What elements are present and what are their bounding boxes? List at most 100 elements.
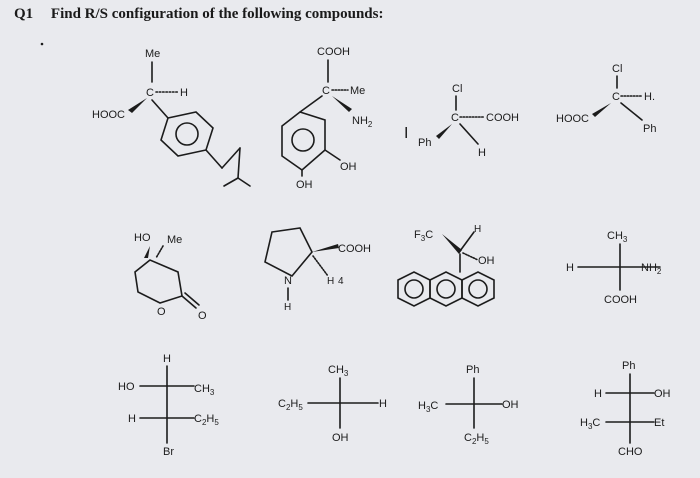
c1-bond-chain2 xyxy=(221,147,241,169)
c6-n-label: N xyxy=(284,275,292,287)
c2-bond-oh xyxy=(324,149,341,161)
c6-pyrrolidine-ring xyxy=(264,227,313,278)
c10-ch3-label: CH3 xyxy=(328,364,349,378)
c7-wedge-bond xyxy=(442,234,462,254)
bullet-dot xyxy=(40,42,44,46)
c7-aromatic-a xyxy=(404,279,424,299)
c2-cooh-label: COOH xyxy=(317,46,350,58)
c1-aromatic-circle xyxy=(175,122,199,146)
c4-center-c: C xyxy=(612,91,620,103)
c2-nh2-label: NH2 xyxy=(352,115,373,129)
c12-ph-label: Ph xyxy=(622,360,635,372)
c4-wedge-bond xyxy=(592,103,611,117)
question-number: Q1 xyxy=(14,6,34,22)
c7-ring-b xyxy=(429,271,463,307)
c9-ch3-label: CH3 xyxy=(194,383,215,397)
c2-oh-ring-label: OH xyxy=(340,161,357,173)
c3-center-c: C xyxy=(451,112,459,124)
c4-hooc-label: HOOC xyxy=(556,113,589,125)
c7-cf3-label: F3C xyxy=(414,229,433,243)
c11-ph-label: Ph xyxy=(466,364,479,376)
c1-bond-chain xyxy=(205,149,223,169)
c1-center-c: C xyxy=(146,87,154,99)
compound-4: Cl C H. HOOC Ph xyxy=(556,63,656,135)
compound-3: I Cl C COOH Ph H xyxy=(404,83,519,159)
c1-wedge-bond xyxy=(128,98,147,113)
c6-nh-h: H xyxy=(284,302,291,313)
c3-wedge-bond xyxy=(436,124,452,139)
c2-me-label: Me xyxy=(350,85,365,97)
compound-10: CH3 C2H5 H OH xyxy=(278,364,387,444)
compound-11: Ph H3C OH C2H5 xyxy=(418,364,519,446)
c5-lactone-ring xyxy=(134,259,183,304)
c1-bond-ring xyxy=(151,99,169,119)
c11-oh-label: OH xyxy=(502,399,519,411)
c7-aromatic-c xyxy=(468,279,488,299)
c9-c2h5-label: C2H5 xyxy=(194,413,219,427)
c4-bond-ph xyxy=(620,102,643,121)
c11-h3c-label: H3C xyxy=(418,400,438,414)
c5-carbonyl-a xyxy=(181,295,197,309)
c3-cl-label: Cl xyxy=(452,83,462,95)
c5-carbonyl-b xyxy=(184,292,200,306)
c4-h-label: H. xyxy=(644,91,655,103)
c6-wedge-bond xyxy=(312,244,339,252)
c3-h-label: H xyxy=(478,147,486,159)
c1-isopropyl-c xyxy=(223,177,239,187)
question-prompt: Find R/S configuration of the following … xyxy=(50,6,384,22)
c1-hooc-label: HOOC xyxy=(92,109,125,121)
c10-oh-label: OH xyxy=(332,432,349,444)
c2-benzene-ring xyxy=(281,111,326,172)
c7-bond-h xyxy=(459,231,475,252)
compound-12: Ph H OH H3C Et CHO xyxy=(580,360,671,458)
c8-h-label: H xyxy=(566,262,574,274)
c8-cooh-label: COOH xyxy=(604,294,637,306)
c9-br-label: Br xyxy=(163,446,174,458)
c12-h-upper: H xyxy=(594,388,602,400)
c11-c2h5-label: C2H5 xyxy=(464,432,489,446)
c1-benzene-ring xyxy=(160,111,214,157)
c3-ph-label: Ph xyxy=(418,137,431,149)
c4-cl-label: Cl xyxy=(612,63,622,75)
c4-ph-label: Ph xyxy=(643,123,656,135)
c7-aromatic-b xyxy=(436,279,456,299)
compound-5: HO Me O O xyxy=(134,232,207,322)
c6-cooh-label: COOH xyxy=(338,243,371,255)
c3-bond-h xyxy=(459,123,479,145)
compound-8: CH3 H NH2 COOH xyxy=(566,230,662,306)
c8-ch3-label: CH3 xyxy=(607,230,628,244)
c7-ring-a xyxy=(397,271,431,307)
c12-oh-label: OH xyxy=(654,388,671,400)
compound-2: COOH C Me NH2 OH OH xyxy=(281,46,373,191)
c7-oh-label: OH xyxy=(478,255,495,267)
c12-h3c-label: H3C xyxy=(580,417,600,431)
compound-9: H HO CH3 H C2H5 Br xyxy=(118,353,219,458)
c2-oh-bottom-label: OH xyxy=(296,179,313,191)
c1-isopropyl-a xyxy=(237,147,241,179)
c5-ho-label: HO xyxy=(134,232,151,244)
c12-cho-label: CHO xyxy=(618,446,643,458)
question-heading: Q1 Find R/S configuration of the followi… xyxy=(14,6,383,23)
c7-h-label: H xyxy=(474,224,481,235)
c9-ho-label: HO xyxy=(118,381,135,393)
text-cursor-glyph: I xyxy=(404,125,408,142)
c5-carbonyl-o: O xyxy=(198,310,207,322)
c2-aromatic-circle xyxy=(291,128,315,152)
c6-number-label: 4 xyxy=(338,276,344,287)
c6-hash-bond xyxy=(312,255,329,277)
compound-1: Me C H HOOC xyxy=(92,48,251,187)
compound-7: F3C H OH xyxy=(397,224,495,307)
c1-h-label: H xyxy=(180,87,188,99)
c5-me-label: Me xyxy=(167,234,182,246)
c9-h-left: H xyxy=(128,413,136,425)
c10-h-label: H xyxy=(379,398,387,410)
c5-ring-o: O xyxy=(157,306,166,318)
c10-c2h5-label: C2H5 xyxy=(278,398,303,412)
c8-nh2-label: NH2 xyxy=(641,262,662,276)
compound-6: COOH H 4 N H xyxy=(264,227,371,313)
c12-et-label: Et xyxy=(654,417,664,429)
c2-center-c: C xyxy=(322,85,330,97)
c7-ring-c xyxy=(461,271,495,307)
